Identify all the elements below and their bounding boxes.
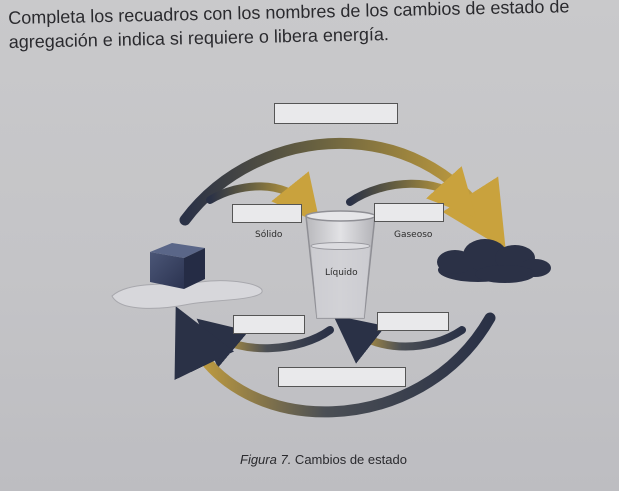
answer-box-solidification[interactable] [233, 315, 305, 334]
condensation-arrow [333, 315, 466, 364]
figure-title: Cambios de estado [291, 452, 407, 467]
figure-caption: Figura 7. Cambios de estado [240, 452, 407, 467]
label-solid: Sólido [255, 230, 283, 240]
glass-of-water-icon [305, 210, 376, 319]
answer-box-condensation[interactable] [377, 312, 449, 331]
fusion-arrow [206, 171, 321, 224]
cloud-icon [437, 239, 551, 283]
figure-number: Figura 7. [240, 452, 292, 467]
answer-box-deposition[interactable] [278, 367, 406, 387]
answer-box-fusion[interactable] [232, 204, 302, 223]
label-gas: Gaseoso [394, 230, 433, 240]
deposition-arrow [174, 306, 496, 418]
vaporization-arrow [346, 166, 477, 218]
label-liquid: Líquido [325, 268, 358, 278]
answer-box-sublimation[interactable] [274, 103, 398, 124]
ice-cube-icon [150, 243, 205, 289]
answer-box-vaporization[interactable] [374, 203, 444, 222]
